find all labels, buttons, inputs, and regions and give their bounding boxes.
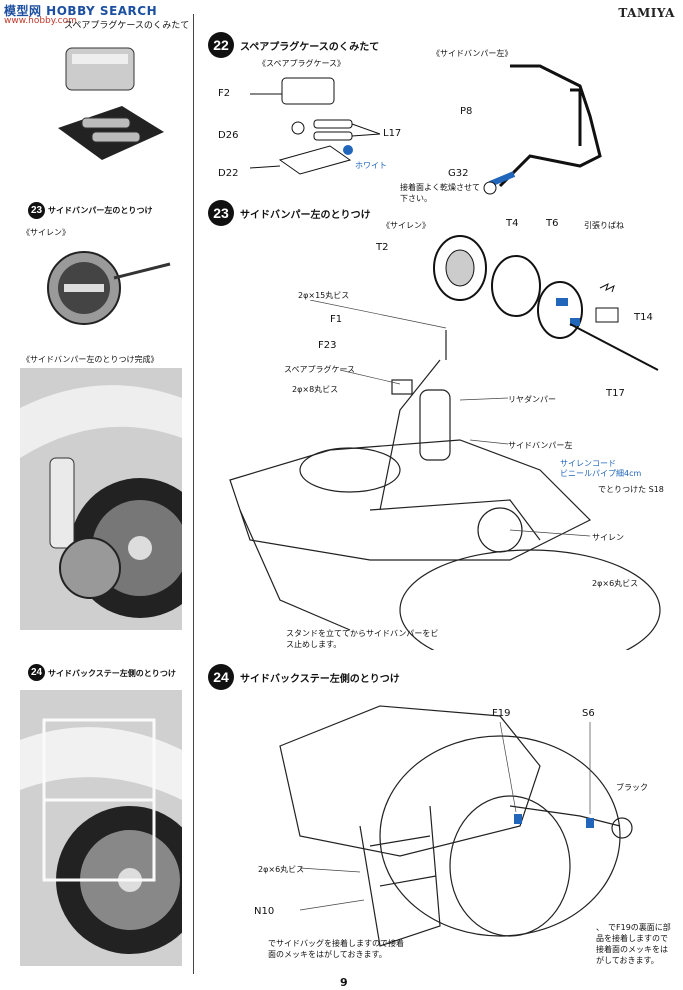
siren-caption: 《サイレン》 (382, 221, 430, 230)
glue-dry-note: 接着面よく乾燥させて下さい。 (400, 183, 480, 203)
screw-2x8-label: 2φ×8丸ビス (292, 385, 339, 394)
hobby-search-logo: 模型网 HOBBY SEARCH (4, 4, 158, 18)
spare-plug-diagram (249, 77, 381, 175)
step24-title-left: サイドバックステー左側のとりつけ (48, 669, 176, 678)
motorcycle-assembly-diagram-24 (279, 705, 633, 947)
column-divider (193, 14, 194, 974)
s18-note-label: でとりつけた S18 (598, 485, 664, 494)
screw-2x6-label-24: 2φ×6丸ビス (258, 865, 305, 874)
page-number: 9 (340, 976, 348, 989)
side-bumper-diagram (483, 64, 602, 195)
bumper-complete-caption: 《サイドバンパー左のとりつけ完成》 (22, 355, 159, 364)
step24-title: サイドバックステー左側のとりつけ (240, 674, 400, 685)
spare-plug-caption: スペアプラグケースのくみたて (64, 21, 190, 31)
bike-bag-stay-illustration (20, 690, 182, 966)
tamiya-brand: TAMIYA (618, 6, 675, 20)
part-t17-label: T17 (606, 388, 625, 399)
step23-badge-left: 23 (28, 202, 45, 219)
siren-cord-label: サイレンコード (560, 459, 616, 468)
part-f2-label: F2 (218, 88, 231, 99)
part-t4-label: T4 (506, 218, 519, 229)
stand-up-note: スタンドを立ててからサイドバンパーをビス止めします。 (286, 629, 439, 649)
part-s6-label: S6 (582, 708, 595, 719)
side-bumper-label: サイドバンパー左 (508, 441, 573, 450)
part-f1-label: F1 (330, 314, 343, 325)
side-bumper-caption: 《サイドバンパー左》 (432, 49, 513, 58)
siren-label: サイレン (592, 533, 624, 542)
side-bumper-photo (20, 368, 182, 630)
part-t2-label: T2 (376, 242, 389, 253)
rear-damper-label: リヤダンパー (508, 395, 556, 404)
step23-title: サイドバンパー左のとりつけ (240, 210, 371, 221)
siren-illustration (47, 251, 171, 325)
part-t6-label: T6 (546, 218, 559, 229)
vinyl-pipe-label: ビニールパイプ細4cm (560, 469, 642, 478)
part-n10-label: N10 (254, 906, 275, 917)
siren-photo (34, 240, 174, 328)
f19-glue-note: 、 でF19の裏面に部品を接着しますので接着面のメッキをはがしておきます。 (596, 923, 671, 965)
part-d22-label: D22 (218, 168, 239, 179)
step22-title: スペアプラグケースのくみたて (240, 42, 380, 53)
hobby-search-url: www.hobby.com (4, 16, 77, 26)
spare-plug-case-illustration (58, 47, 164, 160)
step24-badge-left: 24 (28, 664, 45, 681)
screw-2x6-label-23: 2φ×6丸ビス (592, 579, 639, 588)
part-f23-label: F23 (318, 340, 337, 351)
siren-caption-left: 《サイレン》 (22, 228, 70, 237)
step23-badge: 23 (208, 200, 234, 226)
spare-plug-case-label: スペアプラグケース (284, 365, 356, 374)
spare-plug-case-photo (52, 36, 170, 166)
step23-title-left: サイドバンパー左のとりつけ (48, 206, 153, 215)
bag-glue-note: でサイドバッグを接着しますので接着面のメッキをはがしておきます。 (268, 939, 404, 959)
white-color-label: ホワイト (355, 161, 387, 170)
part-t14-label: T14 (634, 312, 653, 323)
part-l17-label: L17 (383, 128, 402, 139)
step22-badge: 22 (208, 32, 234, 58)
spare-plug-subtitle: 《スペアプラグケース》 (258, 59, 346, 68)
bike-rear-illustration (20, 368, 182, 630)
part-d26-label: D26 (218, 130, 239, 141)
part-p8-label: P8 (460, 106, 473, 117)
part-g32-label: G32 (448, 168, 469, 179)
tension-spring-label: 引張りばね (584, 221, 624, 230)
siren-exploded-diagram (433, 235, 659, 371)
motorcycle-assembly-diagram-23 (229, 300, 661, 650)
step24-badge: 24 (208, 664, 234, 690)
black-color-label: ブラック (616, 783, 648, 792)
screw-2x15-label: 2φ×15丸ビス (298, 291, 350, 300)
part-f19-label: F19 (492, 708, 511, 719)
side-bag-stay-photo (20, 690, 182, 966)
